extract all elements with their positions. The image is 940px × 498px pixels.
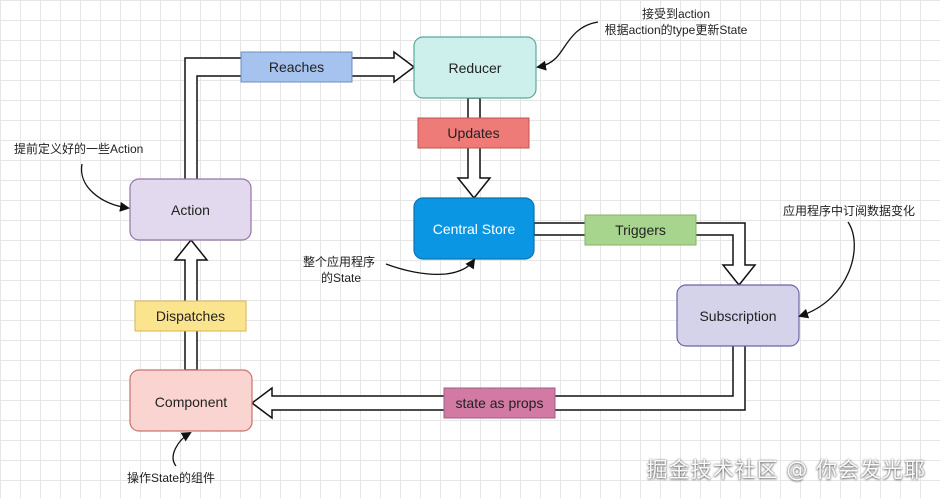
component-label: Component	[155, 394, 227, 410]
node-subscription[interactable]: Subscription	[676, 284, 800, 347]
action-note: 提前定义好的一些Action	[14, 141, 143, 156]
node-central-store[interactable]: Central Store	[413, 197, 535, 260]
central-store-label: Central Store	[433, 221, 516, 237]
note-central-store: 整个应用程序 的State	[303, 254, 476, 285]
store-note-line1: 整个应用程序	[303, 254, 375, 269]
node-component[interactable]: Component	[129, 369, 253, 432]
watermark: 掘金技术社区 @ 你会发光耶	[646, 458, 926, 482]
subscription-note: 应用程序中订阅数据变化	[783, 203, 915, 218]
reducer-note-line2: 根据action的type更新State	[605, 22, 748, 37]
reducer-note-line1: 接受到action	[642, 6, 710, 21]
node-reducer[interactable]: Reducer	[413, 36, 537, 99]
note-component: 操作State的组件	[127, 431, 215, 485]
dispatches-label: Dispatches	[156, 308, 225, 324]
reaches-label: Reaches	[269, 59, 324, 75]
component-note: 操作State的组件	[127, 470, 215, 485]
note-reducer: 接受到action 根据action的type更新State	[536, 6, 748, 71]
action-label: Action	[171, 202, 210, 218]
edge-label-state-as-props: state as props	[443, 387, 556, 419]
subscription-label: Subscription	[699, 308, 776, 324]
edge-label-updates: Updates	[417, 117, 530, 149]
edge-label-dispatches: Dispatches	[134, 300, 247, 332]
edge-label-reaches: Reaches	[240, 51, 353, 83]
node-action[interactable]: Action	[129, 178, 252, 241]
triggers-label: Triggers	[615, 222, 666, 238]
edge-label-triggers: Triggers	[584, 214, 697, 246]
reducer-label: Reducer	[449, 60, 502, 76]
store-note-line2: 的State	[321, 270, 361, 285]
updates-label: Updates	[447, 125, 499, 141]
note-action: 提前定义好的一些Action	[14, 141, 143, 212]
note-subscription: 应用程序中订阅数据变化	[783, 203, 915, 319]
state-as-props-label: state as props	[456, 395, 544, 411]
